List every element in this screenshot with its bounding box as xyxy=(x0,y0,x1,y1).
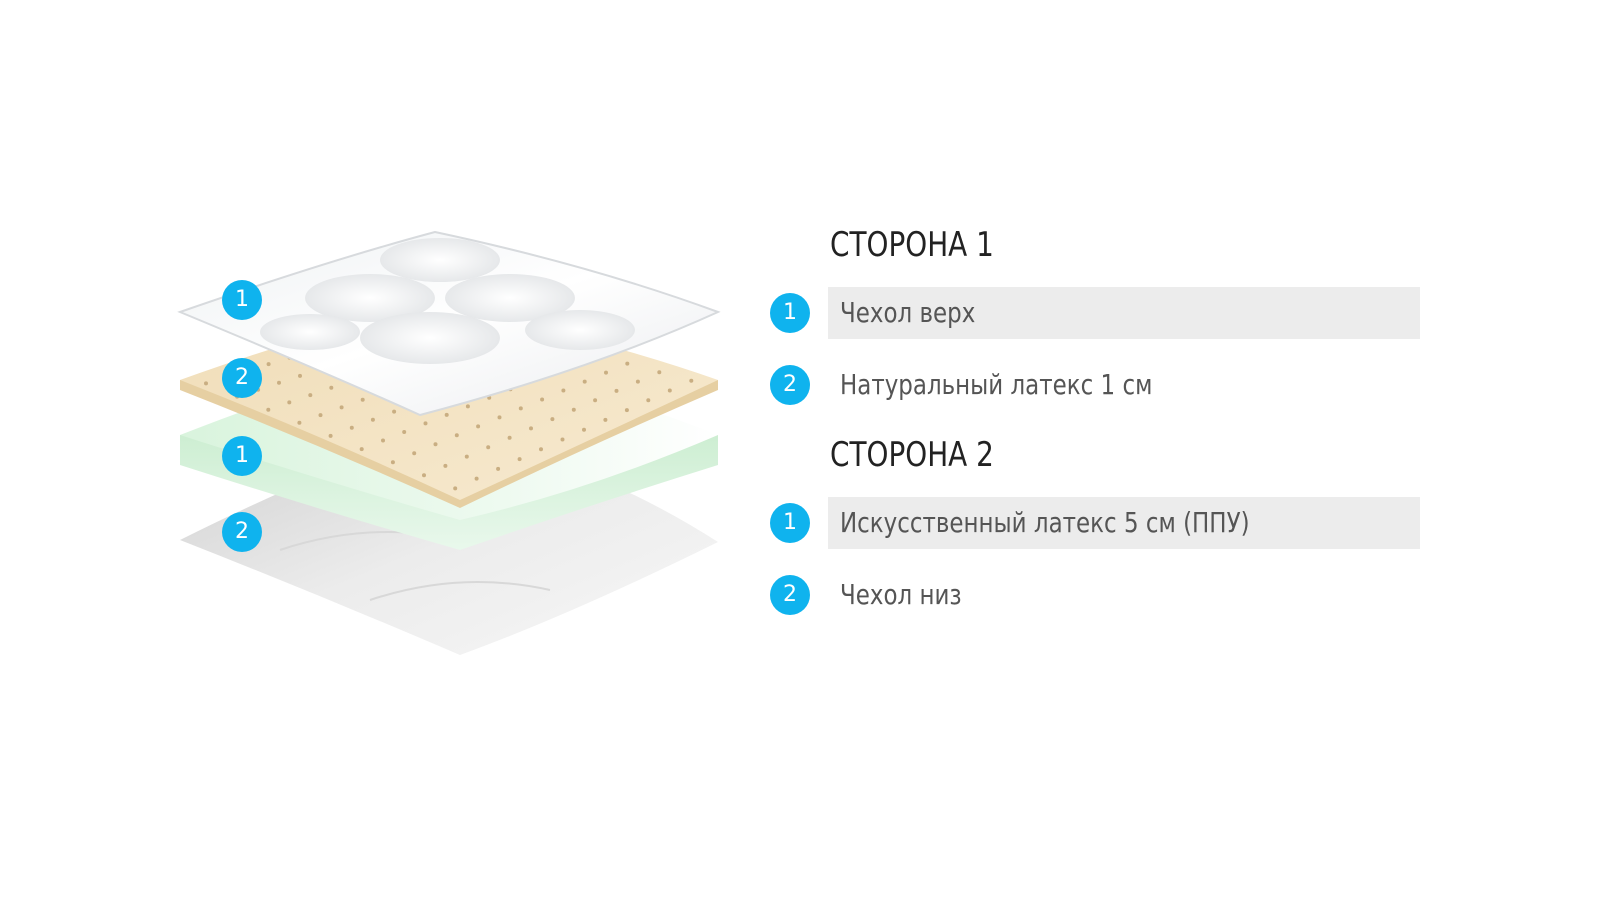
perforation-dot xyxy=(646,398,651,403)
perforation-dot xyxy=(266,407,271,412)
perforation-dot xyxy=(561,388,566,393)
perforation-dot xyxy=(443,463,448,468)
perforation-dot xyxy=(381,438,385,443)
perforation-dot xyxy=(298,373,302,378)
perforation-dot xyxy=(402,430,407,434)
perforation-dot xyxy=(539,447,543,452)
perforation-dot xyxy=(329,385,334,390)
perforation-dot xyxy=(422,473,426,478)
number-badge: 2 xyxy=(770,575,810,615)
side-2-heading: СТОРОНА 2 xyxy=(830,435,994,475)
perforation-dot xyxy=(518,406,523,411)
row-highlight xyxy=(828,497,1420,549)
perforation-dot xyxy=(517,457,522,462)
perforation-dot xyxy=(349,425,354,430)
perforation-dot xyxy=(474,476,479,481)
perforation-dot xyxy=(370,417,375,422)
perforation-dot xyxy=(360,397,365,402)
perforation-dot xyxy=(454,433,459,438)
perforation-dot xyxy=(444,412,449,417)
perforation-dot xyxy=(287,400,292,405)
perforation-dot xyxy=(266,362,271,367)
perforation-dot xyxy=(496,466,501,471)
perforation-dot xyxy=(529,426,533,431)
perforation-dot xyxy=(667,388,672,393)
legend-label: Чехол низ xyxy=(840,578,962,611)
perforation-dot xyxy=(550,417,555,422)
perforation-dot xyxy=(433,442,438,447)
perforation-dot xyxy=(614,388,619,393)
perforation-dot xyxy=(582,379,587,384)
perforation-dot xyxy=(465,404,470,409)
layer-cover-top xyxy=(177,230,721,417)
legend-row: 1 Чехол верх xyxy=(770,287,1430,339)
perforation-dot xyxy=(540,397,545,402)
stack-badge-3: 1 xyxy=(222,436,262,476)
perforation-dot xyxy=(423,421,428,426)
perforation-dot xyxy=(453,486,458,491)
perforation-dot xyxy=(204,381,208,386)
perforation-dot xyxy=(571,407,576,412)
perforation-dot xyxy=(624,408,629,413)
perforation-dot xyxy=(635,379,640,384)
stack-badge-4: 2 xyxy=(222,512,262,552)
number-badge: 1 xyxy=(770,293,810,333)
perforation-dot xyxy=(339,405,344,410)
perforation-dot xyxy=(318,413,323,418)
legend-label: Натуральный латекс 1 см xyxy=(840,368,1153,401)
perforation-dot xyxy=(486,445,491,450)
perforation-dot xyxy=(497,415,502,420)
perforation-dot xyxy=(593,398,598,403)
perforation-dot xyxy=(328,433,333,438)
perforation-dot xyxy=(604,370,608,375)
perforation-dot xyxy=(392,409,397,414)
perforation-dot xyxy=(476,424,481,429)
mattress-layers-illustration: 1 2 1 2 xyxy=(170,220,740,680)
perforation-dot xyxy=(507,435,512,440)
legend-row: 2 Натуральный латекс 1 см xyxy=(770,359,1430,411)
perforation-dot xyxy=(603,417,608,422)
stack-badge-1: 1 xyxy=(222,280,262,320)
perforation-dot xyxy=(689,378,694,383)
perforation-dot xyxy=(582,427,586,432)
number-badge: 1 xyxy=(770,503,810,543)
perforation-dot xyxy=(277,380,281,385)
perforation-dot xyxy=(308,393,313,398)
perforation-dot xyxy=(625,361,630,366)
perforation-dot xyxy=(560,437,565,442)
perforation-dot xyxy=(464,454,469,459)
perforation-dot xyxy=(657,370,662,375)
perforation-dot xyxy=(359,447,364,452)
perforation-dot xyxy=(297,420,302,425)
perforation-dot xyxy=(412,451,417,456)
mattress-layers-graphic xyxy=(177,230,721,655)
legend-row: 1 Искусственный латекс 5 см (ППУ) xyxy=(770,497,1430,549)
number-badge: 2 xyxy=(770,365,810,405)
row-highlight xyxy=(828,287,1420,339)
side-1-heading: СТОРОНА 1 xyxy=(830,225,994,265)
legend-row: 2 Чехол низ xyxy=(770,569,1430,621)
stack-badge-2: 2 xyxy=(222,358,262,398)
legend-label: Чехол верх xyxy=(840,296,976,329)
legend-label: Искусственный латекс 5 см (ППУ) xyxy=(840,506,1250,539)
perforation-dot xyxy=(390,460,395,465)
